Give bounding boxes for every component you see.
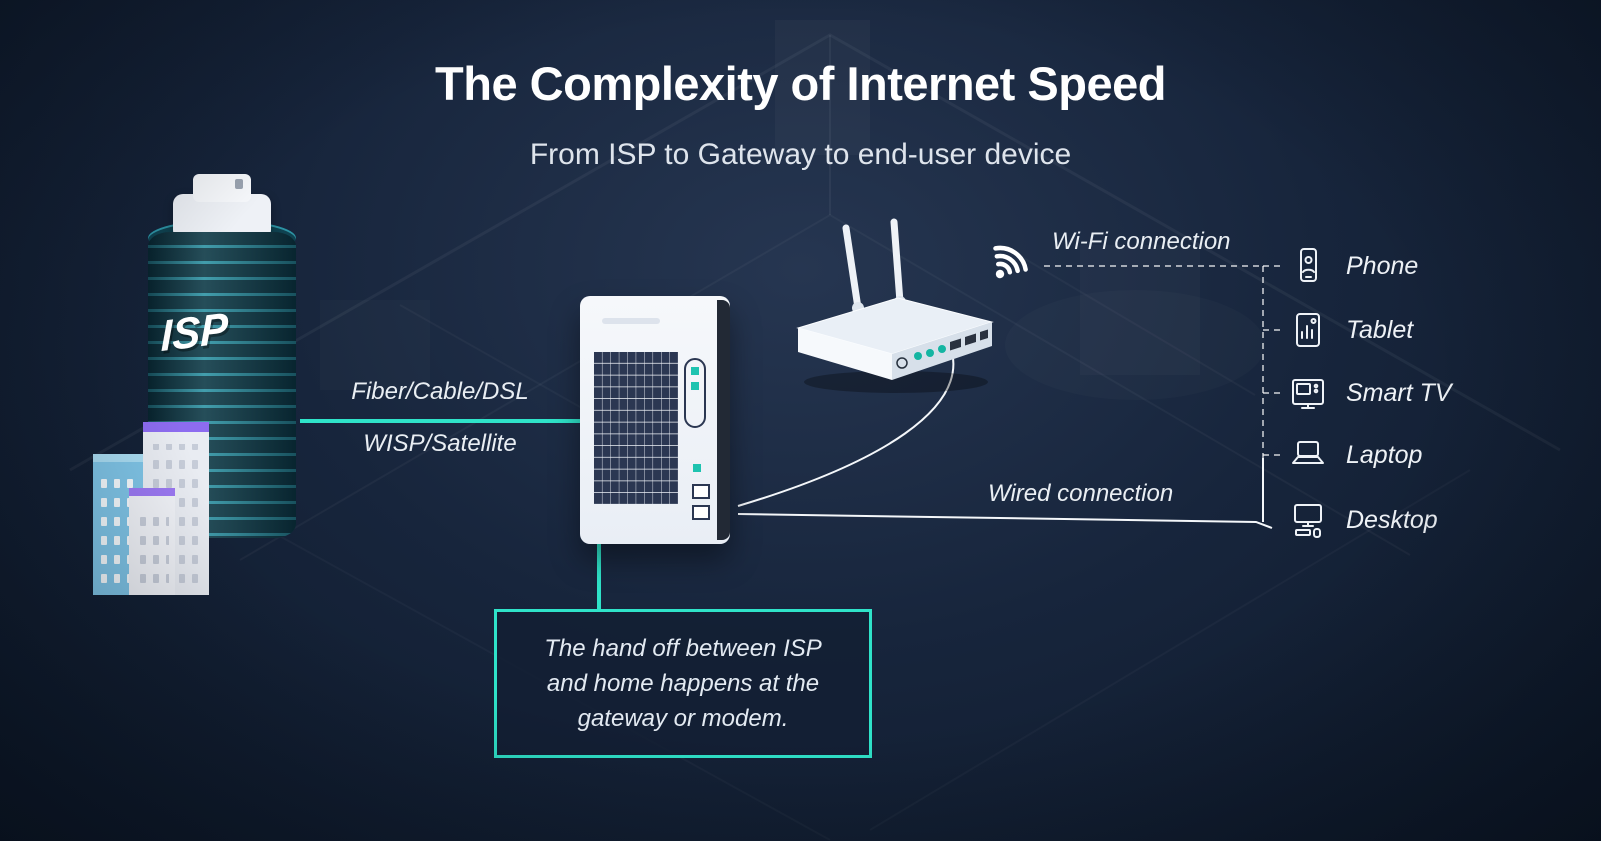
device-label: Smart TV [1346,378,1452,407]
wired-line [737,513,1273,529]
device-label: Laptop [1346,440,1423,469]
wisp-label: WISP/Satellite [363,430,517,457]
modem-side-panel [717,300,730,540]
callout-text-line: The hand off between ISP [544,635,822,662]
isp-label: ISP [160,303,229,362]
wifi-signal-icon [993,245,1028,279]
page-title: The Complexity of Internet Speed [435,57,1166,110]
tablet-icon [1296,313,1320,347]
device-label: Phone [1346,251,1419,280]
modem-dot-grid [594,352,678,504]
phone-icon [1300,248,1317,282]
modem-router-line [737,351,955,507]
wired-connection-label: Wired connection [988,480,1174,507]
smart-tv-icon [1292,379,1324,409]
device-label: Tablet [1346,315,1414,344]
modem-led [693,464,701,472]
modem-ethernet-ports [692,484,710,520]
callout-text-line: and home happens at the [546,670,820,697]
router-antenna-icon [842,224,862,312]
device-item-smart-tv: Smart TV [1288,371,1452,415]
device-item-desktop: Desktop [1288,498,1438,542]
device-item-tablet: Tablet [1288,308,1413,352]
fiber-label: Fiber/Cable/DSL [351,378,529,405]
device-item-laptop: Laptop [1288,433,1422,477]
page-subtitle: From ISP to Gateway to end-user device [529,138,1072,171]
modem-vent [602,318,660,324]
device-label: Desktop [1346,505,1438,534]
isp-tower-top [193,174,251,202]
callout-text-line: gateway or modem. [577,705,789,732]
modem-illustration [580,296,730,544]
desktop-icon [1294,504,1322,538]
device-item-phone: Phone [1288,244,1418,288]
city-buildings-illustration [93,422,209,595]
wifi-dashed-line [1044,265,1284,458]
isp-building: ISP [85,170,345,600]
router-illustration [796,218,994,393]
callout-box: The hand off between ISP and home happen… [494,609,872,758]
router-antenna-icon [890,218,904,306]
laptop-icon [1292,441,1324,464]
modem-led-panel [684,358,706,428]
wifi-connection-label: Wi-Fi connection [1052,228,1231,255]
